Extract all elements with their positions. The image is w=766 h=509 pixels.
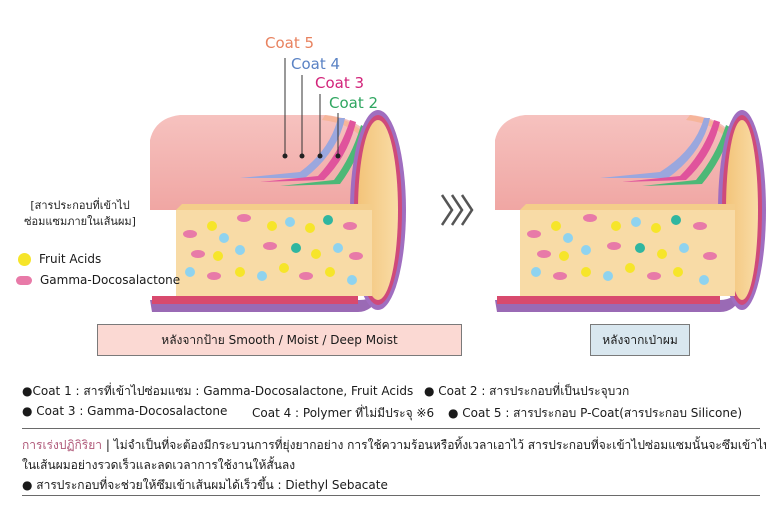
cuticle-top-r [495, 115, 735, 210]
coat-stripe-4 [240, 118, 345, 178]
coat-leader-dots [282, 153, 341, 159]
legend-title-line2: ซ่อมแซมภายในเส้นผม] [24, 215, 136, 228]
coat-band-red [152, 296, 358, 304]
coat-stripe-2 [280, 125, 367, 186]
legend-title: [สารประกอบที่เข้าไป ซ่อมแซมภายในเส้นผม] [0, 198, 160, 230]
repair-particles-right [527, 214, 717, 285]
coat-leader-lines [284, 58, 339, 155]
hair-strand-after-dry [495, 110, 766, 312]
note-coat-5: ● Coat 5 : สารประกอบ P-Coat(สารประกอบ Si… [448, 406, 743, 420]
note-coat-4: Coat 4 : Polymer ที่ไม่มีประจุ ※6 [252, 406, 435, 420]
legend-title-line1: [สารประกอบที่เข้าไป [30, 199, 130, 212]
legend-item-label: Gamma-Docosalactone [40, 273, 181, 287]
legend-item-fruit-acids: Fruit Acids [18, 252, 101, 266]
repair-particles-left [183, 214, 363, 285]
coat-5-label: Coat 5 [265, 34, 315, 52]
hair-repair-diagram [150, 58, 766, 312]
cortex-top-face-r [520, 204, 735, 210]
note-reaction-line1: การเร่งปฏิกิริยา | ไม่จำเป็นที่จะต้องมีก… [22, 436, 766, 455]
legend-item-label: Fruit Acids [39, 252, 102, 266]
coat-2-label: Coat 2 [329, 94, 379, 112]
reaction-text: | ไม่จำเป็นที่จะต้องมีกระบวนการที่ยุ่งยา… [102, 438, 766, 452]
caption-after-dry-text: หลังจากเป่าผม [602, 332, 678, 347]
hair-strand-after-apply [150, 58, 406, 312]
note-penetration: ● สารประกอบที่จะช่วยให้ซึมเข้าเส้นผมได้เ… [22, 478, 388, 492]
divider-bottom [22, 495, 760, 496]
caption-after-apply: หลังจากป้าย Smooth / Moist / Deep Moist [97, 324, 462, 356]
coat-band-purple [150, 285, 380, 312]
coat-stripe-3 [260, 120, 356, 182]
coat-band-red-r [497, 296, 720, 304]
pink-capsule-icon [16, 275, 32, 285]
cortex-top-face [176, 204, 372, 210]
reaction-label: การเร่งปฏิกิริยา [22, 438, 103, 452]
legend-item-gamma-docosalactone: Gamma-Docosalactone [16, 273, 180, 287]
yellow-dot-icon [18, 252, 31, 266]
cuticle-top [150, 115, 372, 210]
note-coat-1: ●Coat 1 : สารที่เข้าไปซ่อมแซม : Gamma-Do… [22, 384, 414, 398]
coat-3-label: Coat 3 [315, 74, 365, 92]
note-coat-3: ● Coat 3 : Gamma-Docosalactone [22, 404, 228, 418]
coat-stripe-2-r [642, 125, 732, 186]
coat-band-purple-r [495, 285, 742, 312]
caption-after-dry: หลังจากเป่าผม [590, 324, 690, 356]
note-coat-2: ● Coat 2 : สารประกอบที่เป็นประจุบวก [424, 384, 630, 398]
triple-chevron-right-icon [440, 194, 474, 226]
coat-stripe-4-r [600, 118, 710, 178]
coat-4-label: Coat 4 [291, 55, 341, 73]
divider-top [22, 428, 760, 429]
caption-after-apply-text: หลังจากป้าย Smooth / Moist / Deep Moist [161, 332, 398, 347]
note-reaction-line2: ในเส้นผมอย่างรวดเร็วและลดเวลาการใช้งานให… [22, 458, 296, 472]
coat-stripe-3-r [622, 120, 720, 182]
